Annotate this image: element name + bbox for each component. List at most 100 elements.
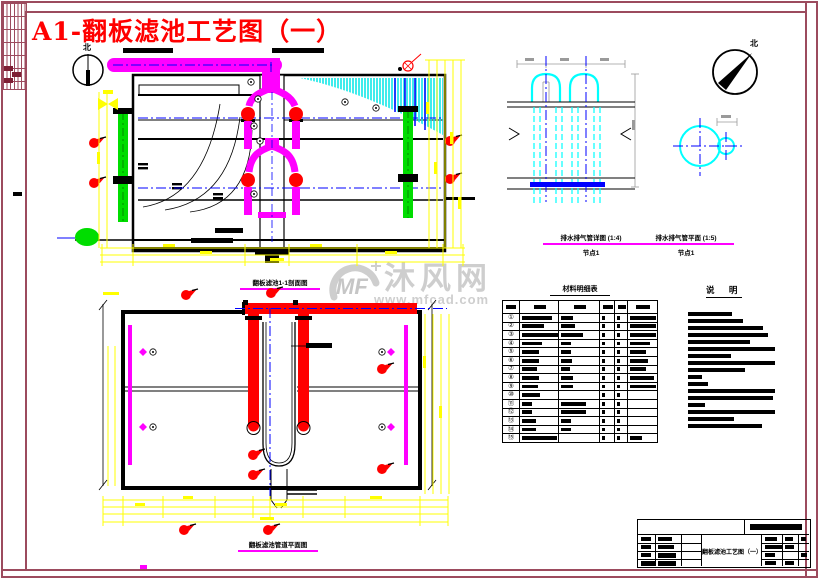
notes-title: 说 明 xyxy=(706,284,742,298)
title-block-drawing-title: 翻板滤池工艺图（一） xyxy=(702,550,763,556)
detail-1-title: 排水排气管详图 (1:4) xyxy=(543,232,639,245)
materials-cell xyxy=(599,408,614,417)
note-line xyxy=(688,389,775,393)
backwash-pipes-red xyxy=(242,300,417,435)
circle-detail-drawing xyxy=(673,115,743,176)
materials-header-cell xyxy=(558,301,599,313)
note-line xyxy=(688,347,775,351)
materials-row: ⑨ xyxy=(503,381,657,391)
frame-tick xyxy=(13,192,22,196)
title-block: 翻板滤池工艺图（一） xyxy=(637,519,811,568)
note-line xyxy=(688,333,768,337)
svg-text:MF: MF xyxy=(336,274,368,299)
materials-header-cell xyxy=(627,301,656,313)
materials-cell xyxy=(519,391,558,399)
materials-header-cell xyxy=(503,301,519,313)
materials-header-cell xyxy=(519,301,558,313)
dimension-lines xyxy=(97,59,465,266)
row-symbol: ⑦ xyxy=(508,365,514,373)
materials-cell xyxy=(627,331,656,339)
materials-cell xyxy=(519,417,558,425)
water-stop-bar xyxy=(530,182,605,187)
materials-cell xyxy=(558,322,599,331)
watermark-logo-icon: MF xyxy=(329,261,381,301)
materials-cell xyxy=(627,339,656,348)
materials-cell xyxy=(519,331,558,339)
note-line xyxy=(688,396,773,400)
row-symbol: ⑨ xyxy=(508,382,514,390)
note-line xyxy=(688,340,750,344)
materials-cell xyxy=(519,348,558,356)
materials-cell xyxy=(519,314,558,322)
gooseneck-pipes xyxy=(530,72,600,102)
materials-cell xyxy=(627,434,656,442)
materials-cell xyxy=(558,391,599,399)
materials-cell xyxy=(627,322,656,331)
materials-cell xyxy=(614,408,627,417)
materials-cell xyxy=(614,339,627,348)
materials-cell xyxy=(519,434,558,442)
materials-cell xyxy=(558,365,599,374)
materials-cell xyxy=(599,365,614,374)
plan-inner-label xyxy=(291,343,332,348)
slab-lines xyxy=(507,101,635,190)
materials-cell xyxy=(558,314,599,322)
materials-row: ⑤ xyxy=(503,347,657,356)
materials-table-title: 材料明细表 xyxy=(550,284,610,296)
north-label-topleft: 北 xyxy=(83,43,91,52)
north-arrow-topleft xyxy=(72,54,104,86)
section-view-drawing xyxy=(57,48,475,266)
notes-block: 说 明 xyxy=(688,284,788,431)
company-name-redacted xyxy=(750,524,802,530)
materials-cell xyxy=(599,356,614,365)
benchmark-symbol xyxy=(398,53,422,72)
materials-cell xyxy=(614,356,627,365)
row-symbol: ③ xyxy=(508,330,514,338)
detail-2-subtitle: 节点1 xyxy=(677,250,695,257)
materials-cell xyxy=(614,365,627,374)
walkway-slabs xyxy=(123,48,324,53)
revision-grid-mark xyxy=(4,66,13,71)
materials-row: ⑧ xyxy=(503,373,657,382)
compass-topright xyxy=(712,49,758,95)
materials-cell xyxy=(614,425,627,434)
materials-cell xyxy=(519,322,558,331)
materials-row: ⑬ xyxy=(503,416,657,425)
note-line xyxy=(688,319,743,323)
note-line xyxy=(688,354,731,358)
materials-cell xyxy=(599,425,614,434)
yellow-valve-symbol xyxy=(98,90,118,110)
circle-centerlines xyxy=(673,118,743,176)
plan-tank-walls xyxy=(121,310,422,490)
green-pipe-right xyxy=(398,106,418,218)
materials-row: ⑮ xyxy=(503,433,657,442)
materials-cell xyxy=(519,382,558,391)
materials-cell xyxy=(519,365,558,374)
materials-cell xyxy=(599,348,614,356)
row-symbol: ⑮ xyxy=(507,434,515,442)
materials-cell xyxy=(614,434,627,442)
materials-header-row xyxy=(503,301,657,313)
materials-cell xyxy=(558,417,599,425)
detail-2-title: 排水排气管平面 (1:5) xyxy=(638,232,734,245)
row-symbol: ⑩ xyxy=(508,391,514,399)
materials-cell xyxy=(558,374,599,382)
row-symbol: ⑪ xyxy=(507,399,515,407)
materials-cell xyxy=(614,348,627,356)
materials-cell xyxy=(614,382,627,391)
materials-cell xyxy=(614,399,627,408)
row-symbol: ⑥ xyxy=(508,356,514,364)
north-label-topright: 北 xyxy=(750,39,758,48)
materials-cell xyxy=(519,425,558,434)
materials-cell xyxy=(599,382,614,391)
materials-cell xyxy=(614,417,627,425)
note-line xyxy=(688,417,734,421)
note-line xyxy=(688,361,775,365)
materials-cell xyxy=(627,382,656,391)
pipe-shafts xyxy=(533,107,601,205)
central-channel xyxy=(262,322,317,509)
materials-row: ⑭ xyxy=(503,424,657,434)
materials-row: ② xyxy=(503,321,657,331)
